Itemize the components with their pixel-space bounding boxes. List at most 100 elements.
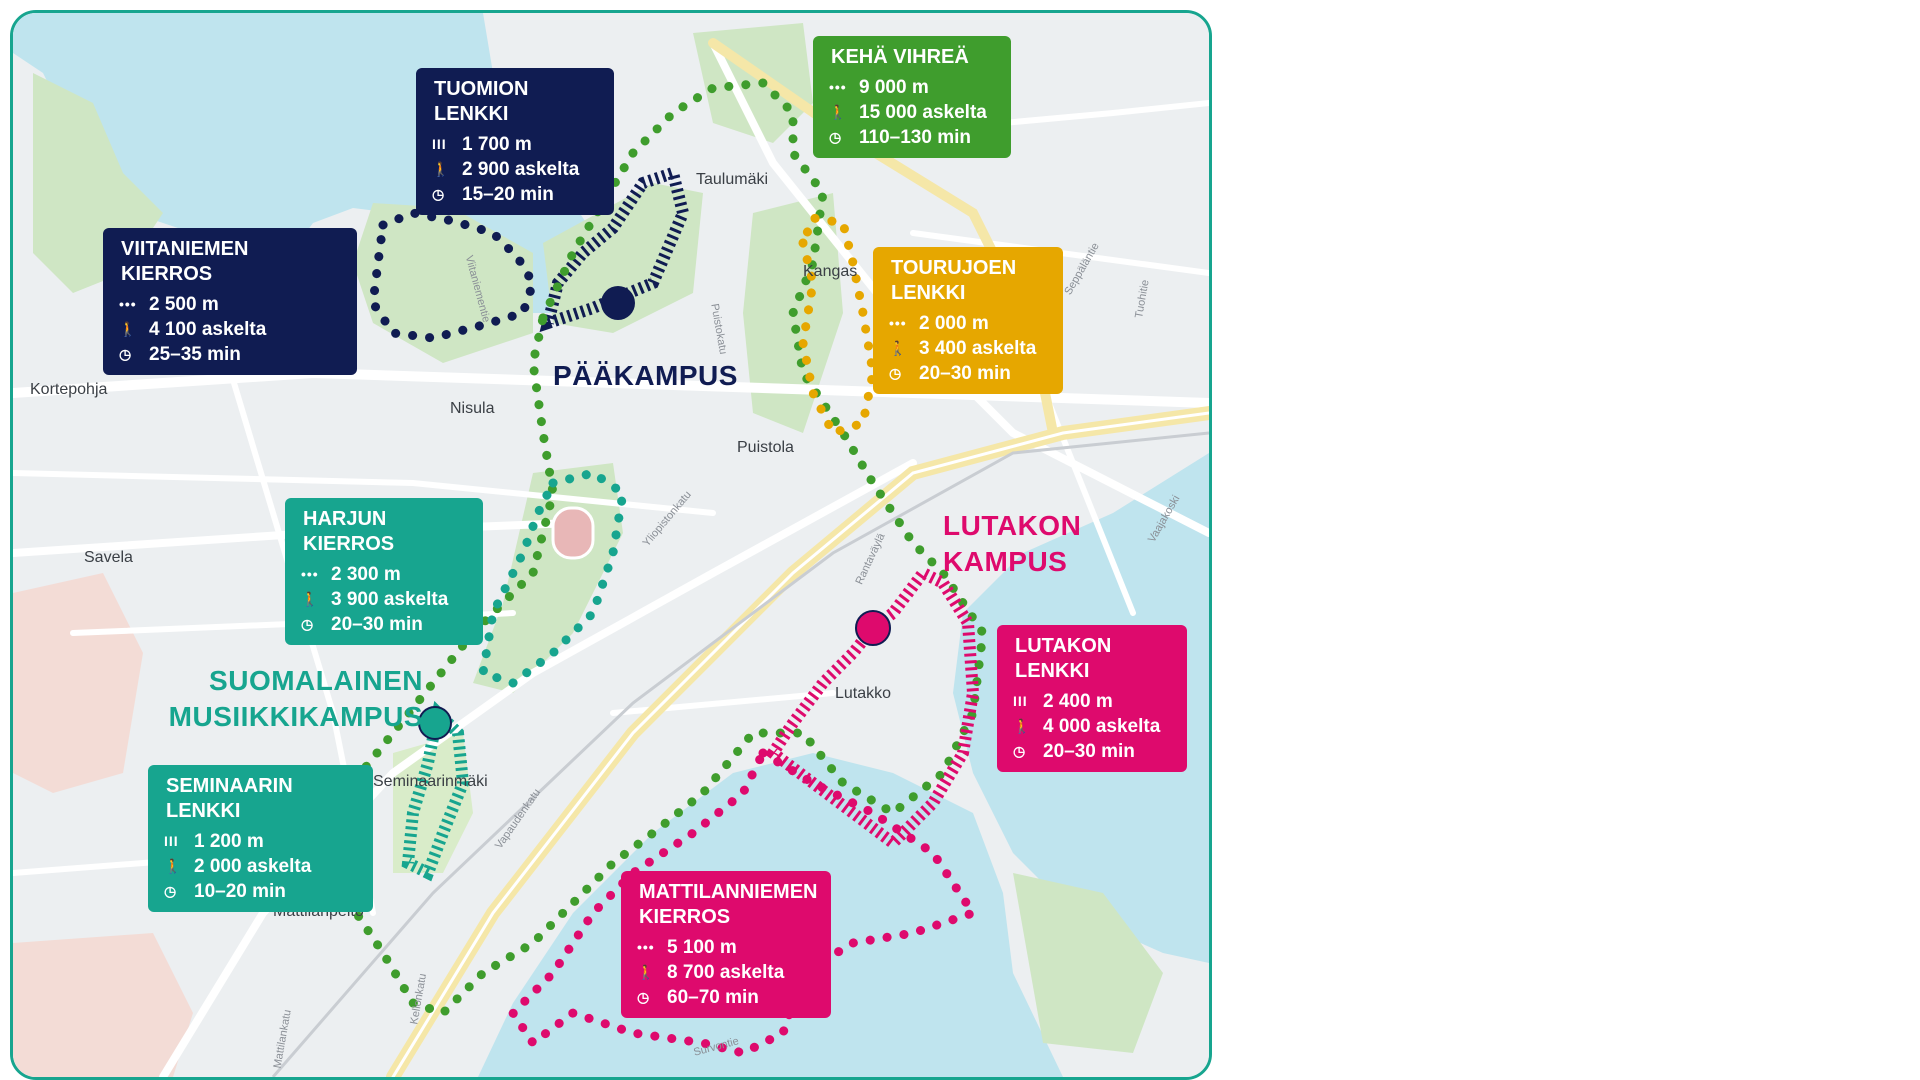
dash-marks-icon: III <box>1013 693 1028 709</box>
route-steps: 2 900 askelta <box>462 159 580 180</box>
clock-icon: ◷ <box>829 129 843 145</box>
route-time-row: ◷ 110–130 min <box>829 125 999 150</box>
route-time-row: ◷25–35 min <box>119 342 345 367</box>
route-time: 20–30 min <box>331 614 423 635</box>
route-card-seminaari: SEMINAARIN LENKKI III 1 200 m 🚶 2 000 aske… <box>148 765 373 912</box>
route-distance-row: •••2 300 m <box>301 562 471 587</box>
park-viitaniemi <box>353 203 533 363</box>
route-time-row: ◷ 60–70 min <box>637 985 819 1010</box>
route-distance-row: •••5 100 m <box>637 935 819 960</box>
route-card-tourujoki: TOURUJOEN LENKKI •••2 000 m 🚶3 400 askel… <box>873 247 1063 394</box>
route-title: HARJUN KIERROS <box>303 508 395 555</box>
clock-icon: ◷ <box>637 989 651 1005</box>
route-steps-row: 🚶 15 000 askelta <box>829 100 999 125</box>
place-nisula: Nisula <box>450 400 495 417</box>
three-dots-icon: ••• <box>889 315 907 331</box>
campus-label-paakampus: PÄÄKAMPUS <box>553 360 738 391</box>
route-steps: 3 400 askelta <box>919 338 1037 359</box>
park-lower-left <box>13 573 143 793</box>
route-title: VIITANIEMEN KIERROS <box>121 238 249 285</box>
route-steps-row: 🚶4 000 askelta <box>1013 714 1175 739</box>
route-distance-row: ••• 2 000 m <box>889 311 1051 336</box>
route-distance: 5 100 m <box>667 937 737 958</box>
park-east-shore <box>1013 873 1163 1053</box>
route-steps: 15 000 askelta <box>859 102 987 123</box>
walking-person-icon: 🚶 <box>829 104 848 120</box>
clock-icon: ◷ <box>301 616 315 632</box>
route-steps-row: 🚶 4 100 askelta <box>119 317 345 342</box>
route-distance-row: •••2 500 m <box>119 292 345 317</box>
route-time-row: ◷ 20–30 min <box>1013 739 1175 764</box>
map-frame: Taulumäki Kangas Kortepohja Nisula Puist… <box>10 10 1212 1080</box>
walking-person-icon: 🚶 <box>119 321 138 337</box>
route-distance: 2 300 m <box>331 564 401 585</box>
route-time: 15–20 min <box>462 184 554 205</box>
route-distance: 1 700 m <box>462 134 532 155</box>
route-time-row: ◷ 20–30 min <box>301 612 471 637</box>
route-steps-row: 🚶 3 400 askelta <box>889 336 1051 361</box>
route-card-viitaniemi: VIITANIEMEN KIERROS •••2 500 m 🚶 4 100 as… <box>103 228 357 375</box>
route-title: SEMINAARIN LENKKI <box>166 775 293 822</box>
clock-icon: ◷ <box>1013 743 1027 759</box>
route-mattilanniemi <box>507 746 981 1058</box>
place-kortepohja: Kortepohja <box>30 381 108 398</box>
route-steps: 2 000 askelta <box>194 856 312 877</box>
route-card-mattilanniemi: MATTILANNIEMEN KIERROS •••5 100 m 🚶8 700… <box>621 871 831 1018</box>
route-lutakko <box>764 565 980 851</box>
route-keha-vihrea <box>318 78 988 1019</box>
route-steps-row: 🚶3 900 askelta <box>301 587 471 612</box>
route-distance: 9 000 m <box>859 77 929 98</box>
clock-icon: ◷ <box>432 186 446 202</box>
route-steps: 4 100 askelta <box>149 319 267 340</box>
sports-field <box>551 506 595 560</box>
route-steps-row: 🚶 2 000 askelta <box>164 854 361 879</box>
route-time: 110–130 min <box>859 127 971 148</box>
route-tourujoki <box>798 212 878 439</box>
route-steps: 3 900 askelta <box>331 589 449 610</box>
dash-marks-icon: III <box>164 833 179 849</box>
place-lutakko: Lutakko <box>835 685 892 702</box>
route-distance-row: III 1 200 m <box>164 829 361 854</box>
campus-label-musiikki: SUOMALAINEN MUSIIKKIKAMPUS <box>168 665 423 732</box>
campus-label-lutakko: LUTAKON KAMPUS <box>943 510 1082 577</box>
walking-person-icon: 🚶 <box>637 964 656 980</box>
railway <box>271 431 1209 1077</box>
route-time: 10–20 min <box>194 881 286 902</box>
route-time: 25–35 min <box>149 344 241 365</box>
route-distance: 1 200 m <box>194 831 264 852</box>
route-steps-row: 🚶 8 700 askelta <box>637 960 819 985</box>
place-savela: Savela <box>84 549 133 566</box>
walking-person-icon: 🚶 <box>164 858 183 874</box>
route-steps-row: 🚶 2 900 askelta <box>432 157 602 182</box>
route-time-row: ◷ 20–30 min <box>889 361 1051 386</box>
route-distance-row: ••• 9 000 m <box>829 75 999 100</box>
park-seminaari <box>393 733 473 873</box>
route-distance-row: III 1 700 m <box>432 132 602 157</box>
walking-person-icon: 🚶 <box>889 340 908 356</box>
three-dots-icon: ••• <box>829 79 847 95</box>
route-distance: 2 500 m <box>149 294 219 315</box>
place-kangas: Kangas <box>803 263 858 280</box>
route-card-keha-vihrea: KEHÄ VIHREÄ ••• 9 000 m 🚶 15 000 askelta ◷… <box>813 36 1011 158</box>
dash-marks-icon: III <box>432 136 447 152</box>
place-taulumaki: Taulumäki <box>696 171 769 188</box>
clock-icon: ◷ <box>889 365 903 381</box>
park-tuomio <box>543 183 703 333</box>
route-card-harju: HARJUN KIERROS •••2 300 m 🚶3 900 askelta… <box>285 498 483 645</box>
route-time: 60–70 min <box>667 987 759 1008</box>
walking-person-icon: 🚶 <box>1013 718 1032 734</box>
campus-marker-musiikki <box>418 706 452 740</box>
route-viitaniemi <box>368 208 538 343</box>
route-title: TUOMION LENKKI <box>434 78 529 125</box>
route-time: 20–30 min <box>919 363 1011 384</box>
route-seminaari <box>401 700 470 882</box>
place-puistola: Puistola <box>737 439 794 456</box>
place-seminaarinmaki: Seminaarinmäki <box>373 773 488 790</box>
walking-person-icon: 🚶 <box>432 161 451 177</box>
route-time: 20–30 min <box>1043 741 1135 762</box>
route-steps: 8 700 askelta <box>667 962 785 983</box>
route-title: KEHÄ VIHREÄ <box>831 46 969 68</box>
route-title: LUTAKON LENKKI <box>1015 635 1112 682</box>
route-distance: 2 000 m <box>919 313 989 334</box>
